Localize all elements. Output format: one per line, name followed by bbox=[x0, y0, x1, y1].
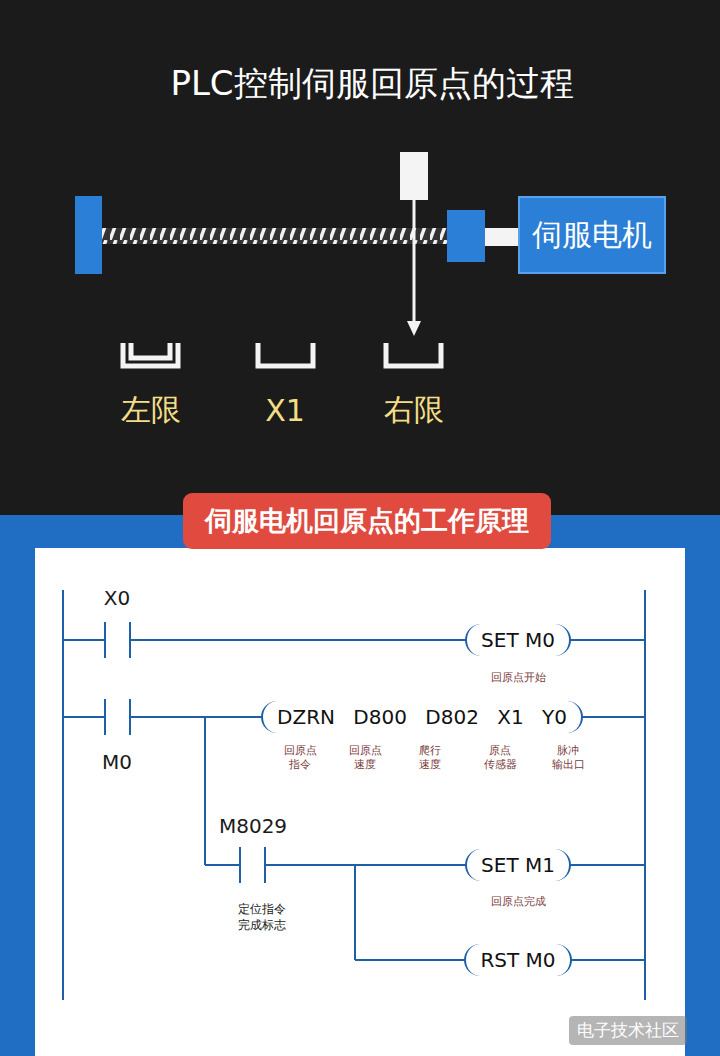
node-text: 伺服电机回原点的工作原理 bbox=[205, 505, 529, 536]
coil-note: 回原点开始 bbox=[491, 670, 546, 685]
sensor-bracket bbox=[386, 343, 441, 366]
motor-shaft bbox=[485, 228, 519, 246]
operand-note: 回原点 速度 bbox=[349, 744, 382, 772]
operand-note: 回原点 指令 bbox=[284, 744, 317, 772]
watermark: 电子技术社区 bbox=[569, 1016, 687, 1045]
node-text: SET M0 bbox=[481, 628, 555, 652]
end-block bbox=[75, 196, 102, 274]
instruction-box: DZRN D800 D802 X1 Y0 bbox=[261, 701, 583, 733]
contact-note: 定位指令 完成标志 bbox=[238, 902, 286, 933]
node-text: 伺服电机 bbox=[532, 215, 652, 256]
coil-note: 回原点完成 bbox=[491, 894, 546, 909]
sensor-bracket bbox=[123, 343, 178, 366]
sensor-label: X1 bbox=[265, 393, 305, 428]
output-coil: RST M0 bbox=[464, 944, 571, 976]
ball-screw bbox=[102, 228, 448, 244]
contact-label: M8029 bbox=[219, 814, 287, 838]
contact-label: X0 bbox=[104, 586, 130, 610]
sensor-label: 左限 bbox=[121, 390, 181, 431]
page-title: PLC控制伺服回原点的过程 bbox=[170, 61, 573, 107]
operand-note: 脉冲 输出口 bbox=[552, 744, 585, 772]
operand-note: 原点 传感器 bbox=[484, 744, 517, 772]
node-text: RST M0 bbox=[480, 948, 555, 972]
title-banner: 伺服电机回原点的工作原理 bbox=[183, 493, 551, 549]
sensor-bracket bbox=[258, 343, 313, 366]
operand-note: 爬行 速度 bbox=[419, 744, 441, 772]
servo-motor-box: 伺服电机 bbox=[518, 196, 666, 274]
ladder-panel bbox=[35, 548, 685, 1056]
node-text: DZRN D800 D802 X1 Y0 bbox=[277, 705, 567, 729]
sensor-label: 右限 bbox=[384, 390, 444, 431]
output-coil: SET M1 bbox=[465, 849, 571, 881]
node-text: SET M1 bbox=[481, 853, 555, 877]
output-coil: SET M0 bbox=[465, 624, 571, 656]
dark-ground bbox=[0, 0, 720, 515]
ladder-wiring bbox=[63, 590, 645, 1000]
pointer-line bbox=[413, 200, 416, 322]
slider bbox=[400, 152, 428, 200]
coupling-block bbox=[447, 210, 485, 262]
pointer-head bbox=[407, 321, 421, 336]
contact-label: M0 bbox=[102, 750, 132, 774]
